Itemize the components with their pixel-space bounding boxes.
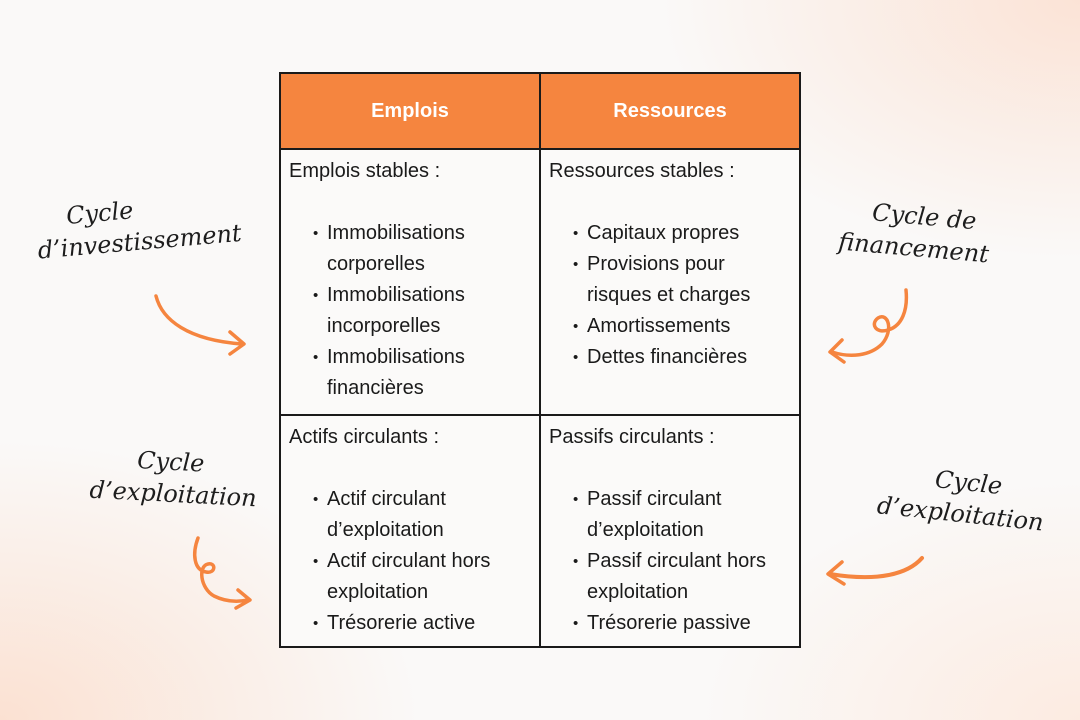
arrow-investissement-icon <box>154 294 246 356</box>
annotation-cycle-financement: Cycle de financement <box>828 193 1003 272</box>
list-item: Provisions pour risques et charges <box>573 249 791 311</box>
list-item: Capitaux propres <box>573 218 791 249</box>
ressources-stables-title: Ressources stables : <box>549 160 735 182</box>
list-item: Immobilisations incorporelles <box>313 280 531 342</box>
cell-passifs-circulants: Passifs circulants : Passif circulant d’… <box>539 414 801 648</box>
passifs-circulants-list: Passif circulant d’exploitation Passif c… <box>549 484 791 639</box>
annotation-cycle-investissement: Cycle d’investissement <box>34 185 243 266</box>
circulant-row: Actifs circulants : Actif circulant d’ex… <box>279 414 801 648</box>
arrow-exploitation-left-icon <box>192 536 252 610</box>
emplois-stables-title: Emplois stables : <box>289 160 441 182</box>
header-ressources: Ressources <box>539 72 801 150</box>
list-item: Amortissements <box>573 311 791 342</box>
header-row: Emplois Ressources <box>279 72 801 150</box>
cell-actifs-circulants: Actifs circulants : Actif circulant d’ex… <box>279 414 541 648</box>
actifs-circulants-title: Actifs circulants : <box>289 426 440 448</box>
arrow-exploitation-right-icon <box>826 556 924 586</box>
cell-ressources-stables: Ressources stables : Capitaux propres Pr… <box>539 148 801 416</box>
list-item: Actif circulant d’exploitation <box>313 484 531 546</box>
list-item: Trésorerie active <box>313 608 531 639</box>
list-item: Trésorerie passive <box>573 608 791 639</box>
actifs-circulants-list: Actif circulant d’exploitation Actif cir… <box>289 484 531 639</box>
list-item: Immobilisations corporelles <box>313 218 531 280</box>
stable-row: Emplois stables : Immobilisations corpor… <box>279 148 801 416</box>
list-item: Dettes financières <box>573 342 791 373</box>
annotation-cycle-exploitation-right: Cycle d’exploitation <box>869 457 1055 539</box>
arrow-financement-icon <box>828 288 909 364</box>
header-emplois: Emplois <box>279 72 541 150</box>
balance-table: Emplois Ressources Emplois stables : Imm… <box>279 72 801 648</box>
list-item: Passif circulant d’exploitation <box>573 484 791 546</box>
emplois-stables-list: Immobilisations corporelles Immobilisati… <box>289 218 531 404</box>
list-item: Actif circulant hors exploitation <box>313 546 531 608</box>
list-item: Passif circulant hors exploitation <box>573 546 791 608</box>
ressources-stables-list: Capitaux propres Provisions pour risques… <box>549 218 791 373</box>
list-item: Immobilisations financières <box>313 342 531 404</box>
cell-emplois-stables: Emplois stables : Immobilisations corpor… <box>279 148 541 416</box>
annotation-cycle-exploitation-left: Cycle d’exploitation <box>82 441 265 514</box>
passifs-circulants-title: Passifs circulants : <box>549 426 715 448</box>
